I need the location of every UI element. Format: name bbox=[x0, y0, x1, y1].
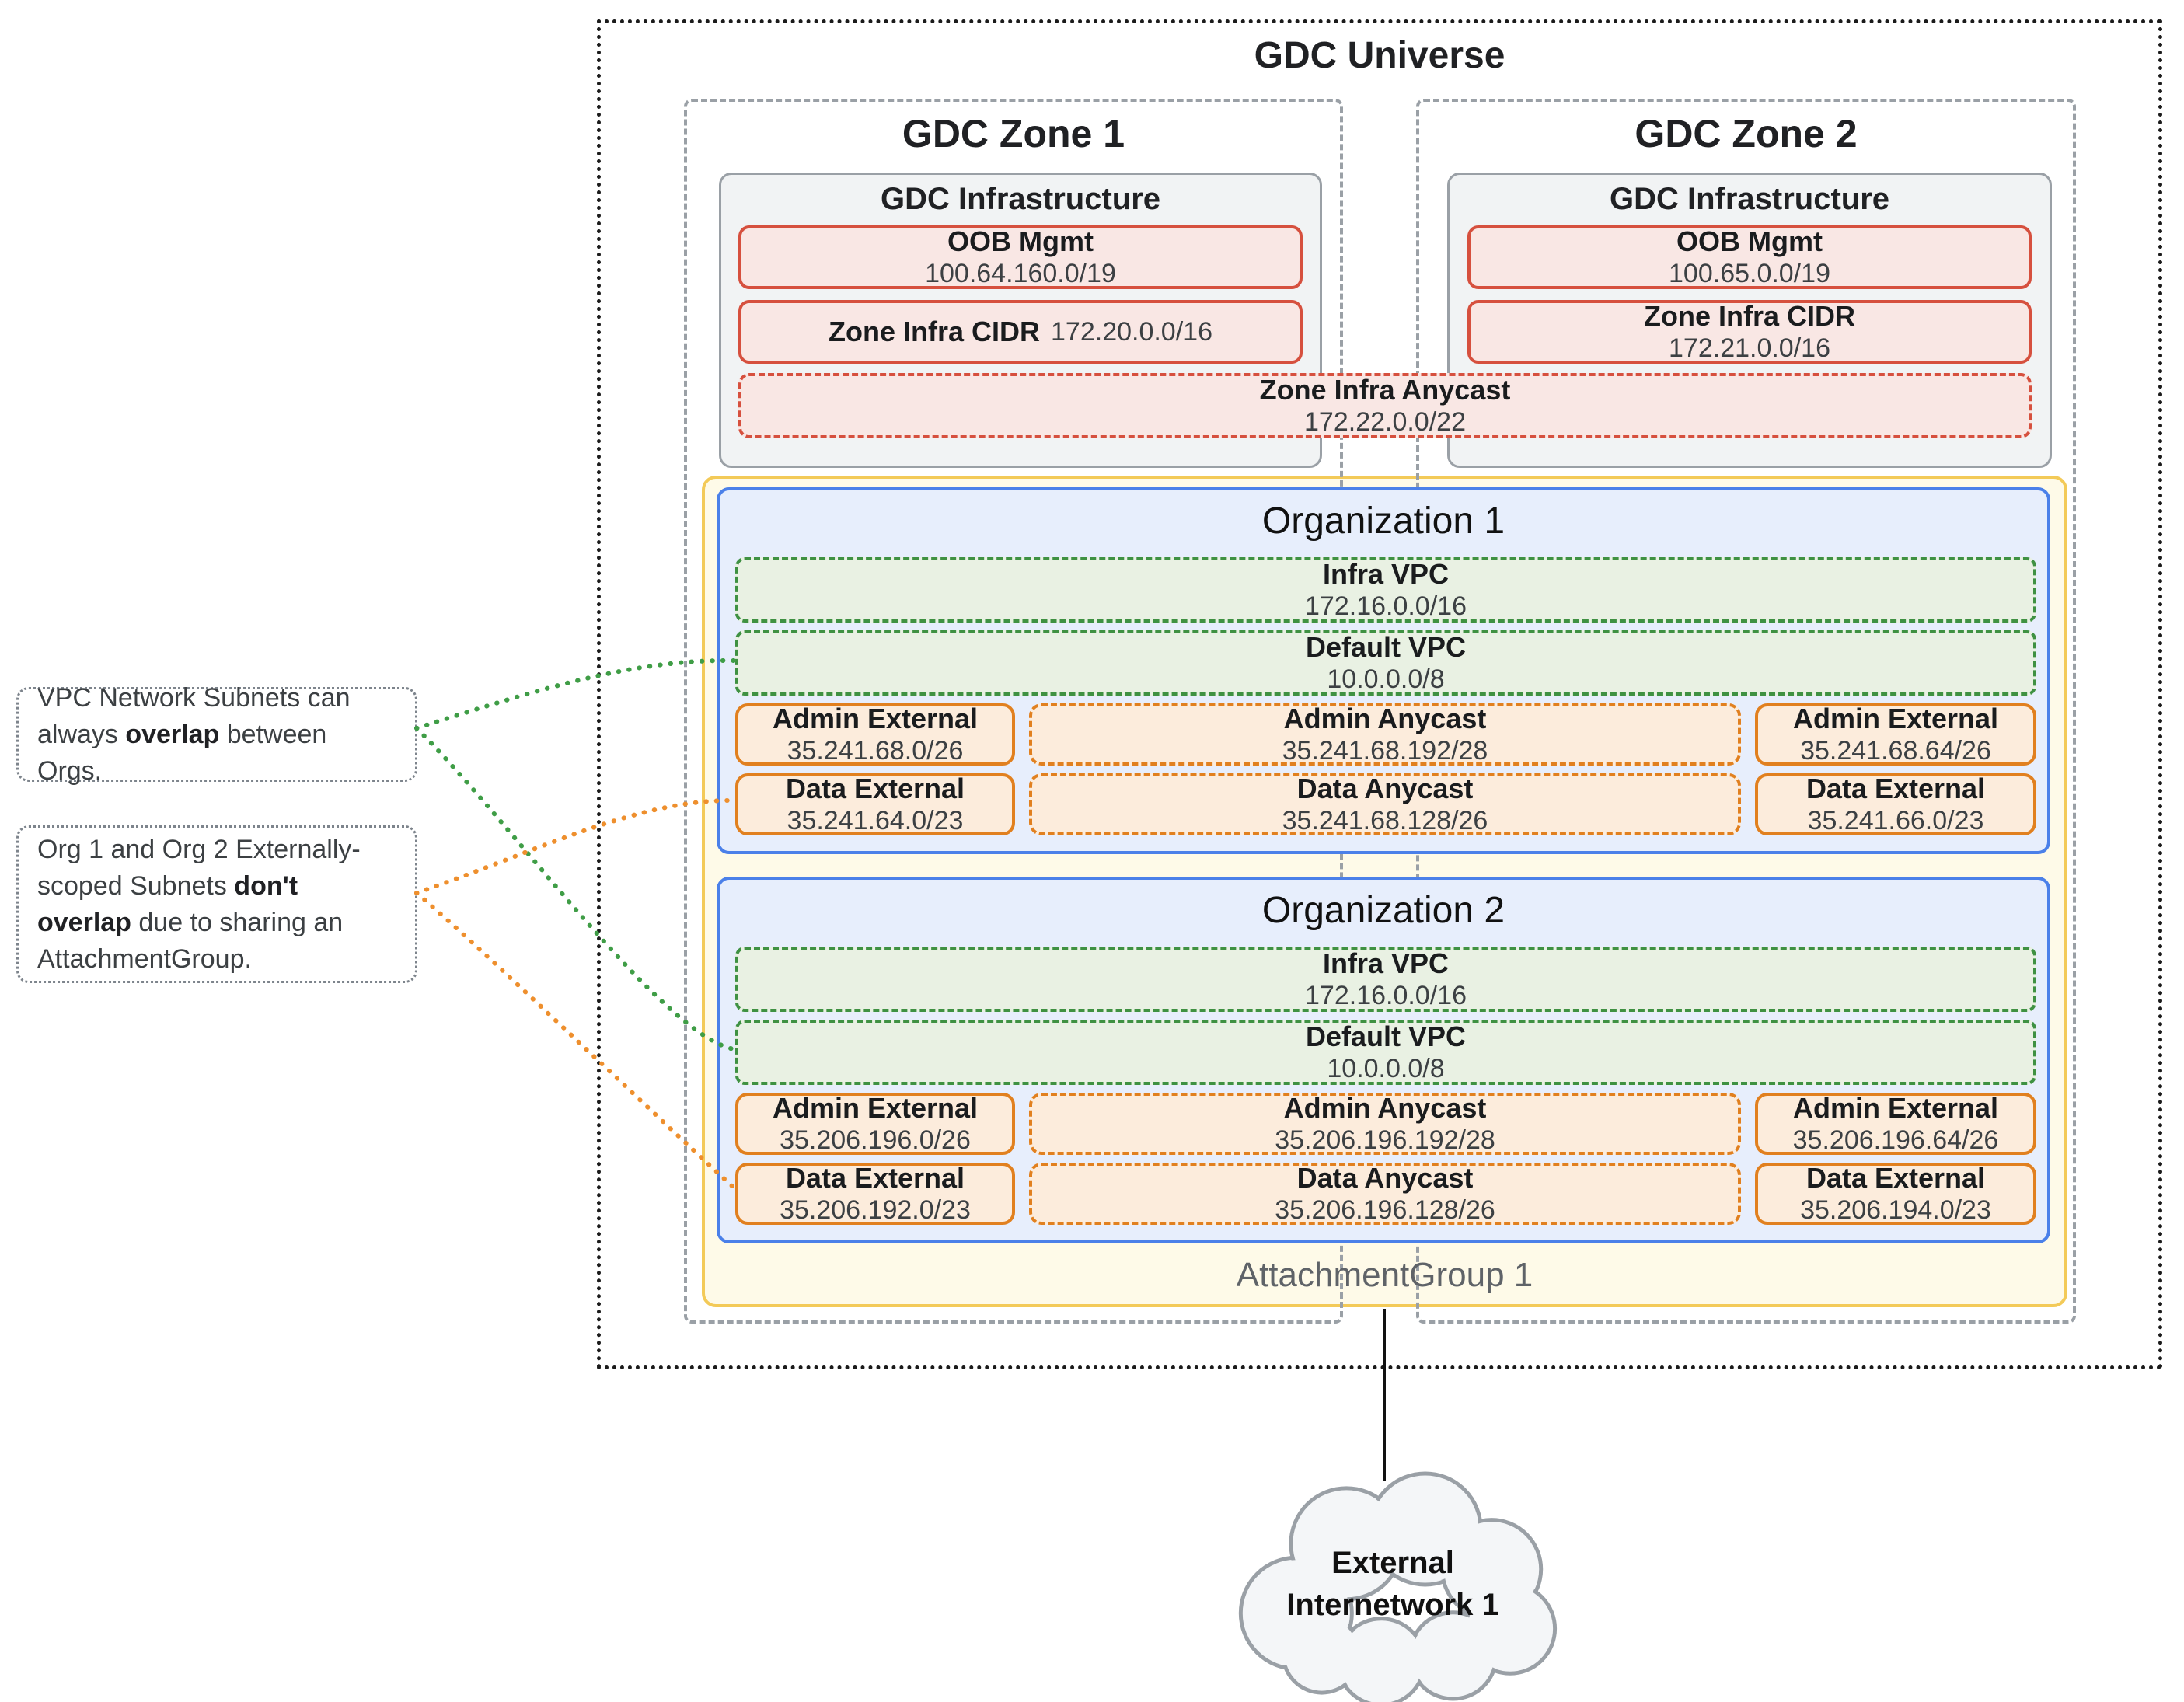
zone-infra-cidr-label: Zone Infra CIDR bbox=[1643, 300, 1855, 332]
oob-cidr: 100.65.0.0/19 bbox=[1669, 259, 1830, 288]
org2-admin-external-zone2-box: Admin External 35.206.196.64/26 bbox=[1755, 1092, 2036, 1155]
subnet-cidr: 35.241.64.0/23 bbox=[787, 806, 964, 835]
org1-admin-external-zone1-box: Admin External 35.241.68.0/26 bbox=[735, 703, 1015, 766]
default-vpc-label: Default VPC bbox=[1305, 631, 1467, 663]
annotation-text: VPC Network Subnets can always overlap b… bbox=[37, 682, 351, 786]
org2-infra-vpc-box: Infra VPC 172.16.0.0/16 bbox=[735, 947, 2036, 1012]
org1-infra-vpc-box: Infra VPC 172.16.0.0/16 bbox=[735, 557, 2036, 623]
infra-vpc-cidr: 172.16.0.0/16 bbox=[1305, 981, 1467, 1010]
subnet-cidr: 35.241.68.0/26 bbox=[787, 736, 964, 766]
org1-data-external-zone1-box: Data External 35.241.64.0/23 bbox=[735, 773, 1015, 835]
subnet-label: Data External bbox=[785, 773, 965, 804]
subnet-cidr: 35.206.196.0/26 bbox=[780, 1125, 971, 1155]
organization1-title: Organization 1 bbox=[1261, 500, 1505, 542]
zone-infra-anycast-label: Zone Infra Anycast bbox=[1259, 374, 1511, 406]
oob-label: OOB Mgmt bbox=[1676, 225, 1823, 257]
annotation-overlap-note: VPC Network Subnets can always overlap b… bbox=[16, 683, 417, 786]
org2-default-vpc-box: Default VPC 10.0.0.0/8 bbox=[735, 1020, 2036, 1085]
subnet-cidr: 35.206.194.0/23 bbox=[1800, 1195, 1991, 1225]
default-vpc-cidr: 10.0.0.0/8 bbox=[1327, 664, 1445, 694]
zone2-infra-cidr-box: Zone Infra CIDR 172.21.0.0/16 bbox=[1467, 300, 2032, 364]
subnet-cidr: 35.206.192.0/23 bbox=[780, 1195, 971, 1225]
zone1-oob-mgmt-box: OOB Mgmt 100.64.160.0/19 bbox=[738, 225, 1303, 289]
subnet-label: Data External bbox=[785, 1162, 965, 1194]
subnet-cidr: 35.241.66.0/23 bbox=[1807, 806, 1984, 835]
subnet-cidr: 35.241.68.128/26 bbox=[1282, 806, 1488, 835]
oob-label: OOB Mgmt bbox=[947, 225, 1094, 257]
subnet-cidr: 35.206.196.192/28 bbox=[1275, 1125, 1495, 1155]
subnet-label: Admin Anycast bbox=[1283, 703, 1487, 734]
default-vpc-label: Default VPC bbox=[1305, 1020, 1467, 1052]
cloud-label-line2: Internetwork 1 bbox=[1286, 1588, 1499, 1622]
zone-infra-cidr-value: 172.21.0.0/16 bbox=[1669, 333, 1830, 363]
subnet-label: Admin External bbox=[772, 703, 979, 734]
zone-infra-cidr-label: Zone Infra CIDR bbox=[829, 316, 1041, 347]
diagram-title: GDC Universe bbox=[1254, 35, 1505, 76]
org1-default-vpc-box: Default VPC 10.0.0.0/8 bbox=[735, 630, 2036, 696]
zone2-infrastructure-title: GDC Infrastructure bbox=[1609, 182, 1890, 216]
org1-data-anycast-box: Data Anycast 35.241.68.128/26 bbox=[1029, 773, 1741, 835]
subnet-label: Data Anycast bbox=[1296, 1162, 1474, 1194]
infra-vpc-label: Infra VPC bbox=[1322, 947, 1450, 979]
annotation-no-overlap-note: Org 1 and Org 2 Externally-scoped Subnet… bbox=[16, 825, 417, 983]
attachment-to-internetwork-line bbox=[1383, 1309, 1386, 1481]
subnet-label: Admin External bbox=[1792, 703, 1999, 734]
subnet-cidr: 35.206.196.64/26 bbox=[1792, 1125, 1999, 1155]
default-vpc-cidr: 10.0.0.0/8 bbox=[1327, 1054, 1445, 1083]
zone2-oob-mgmt-box: OOB Mgmt 100.65.0.0/19 bbox=[1467, 225, 2032, 289]
cloud-icon bbox=[1238, 1471, 1558, 1702]
zone2-title: GDC Zone 2 bbox=[1635, 112, 1858, 155]
subnet-cidr: 35.241.68.192/28 bbox=[1282, 736, 1488, 766]
subnet-label: Admin External bbox=[1792, 1092, 1999, 1124]
org1-data-external-zone2-box: Data External 35.241.66.0/23 bbox=[1755, 773, 2036, 835]
subnet-label: Data External bbox=[1805, 1162, 1986, 1194]
subnet-cidr: 35.206.196.128/26 bbox=[1275, 1195, 1495, 1225]
subnet-label: Data Anycast bbox=[1296, 773, 1474, 804]
zone-infra-anycast-cidr: 172.22.0.0/22 bbox=[1304, 407, 1466, 437]
subnet-cidr: 35.241.68.64/26 bbox=[1800, 736, 1991, 766]
attachment-group-label: AttachmentGroup 1 bbox=[1236, 1256, 1533, 1294]
organization1-box: Organization 1 Infra VPC 172.16.0.0/16 D… bbox=[717, 487, 2050, 854]
infra-vpc-cidr: 172.16.0.0/16 bbox=[1305, 591, 1467, 621]
org2-admin-external-zone1-box: Admin External 35.206.196.0/26 bbox=[735, 1092, 1015, 1155]
subnet-label: Admin External bbox=[772, 1092, 979, 1124]
subnet-label: Admin Anycast bbox=[1283, 1092, 1487, 1124]
cloud-label-line1: External bbox=[1331, 1546, 1454, 1580]
annotation-text: Org 1 and Org 2 Externally-scoped Subnet… bbox=[37, 834, 361, 974]
org2-data-external-zone1-box: Data External 35.206.192.0/23 bbox=[735, 1162, 1015, 1225]
zone1-infrastructure-title: GDC Infrastructure bbox=[880, 182, 1161, 216]
zone1-title: GDC Zone 1 bbox=[902, 112, 1125, 155]
org2-admin-anycast-box: Admin Anycast 35.206.196.192/28 bbox=[1029, 1092, 1741, 1155]
zone-infra-cidr-value: 172.20.0.0/16 bbox=[1051, 317, 1212, 347]
subnet-label: Data External bbox=[1805, 773, 1986, 804]
organization2-title: Organization 2 bbox=[1261, 890, 1505, 931]
organization2-box: Organization 2 Infra VPC 172.16.0.0/16 D… bbox=[717, 877, 2050, 1243]
org2-data-external-zone2-box: Data External 35.206.194.0/23 bbox=[1755, 1162, 2036, 1225]
zone-infra-anycast-box: Zone Infra Anycast 172.22.0.0/22 bbox=[738, 373, 2032, 438]
oob-cidr: 100.64.160.0/19 bbox=[925, 259, 1116, 288]
infra-vpc-label: Infra VPC bbox=[1322, 558, 1450, 590]
org2-data-anycast-box: Data Anycast 35.206.196.128/26 bbox=[1029, 1162, 1741, 1225]
zone1-infra-cidr-box: Zone Infra CIDR 172.20.0.0/16 bbox=[738, 300, 1303, 364]
org1-admin-anycast-box: Admin Anycast 35.241.68.192/28 bbox=[1029, 703, 1741, 766]
org1-admin-external-zone2-box: Admin External 35.241.68.64/26 bbox=[1755, 703, 2036, 766]
external-internetwork-label: External Internetwork 1 bbox=[1222, 1542, 1564, 1626]
